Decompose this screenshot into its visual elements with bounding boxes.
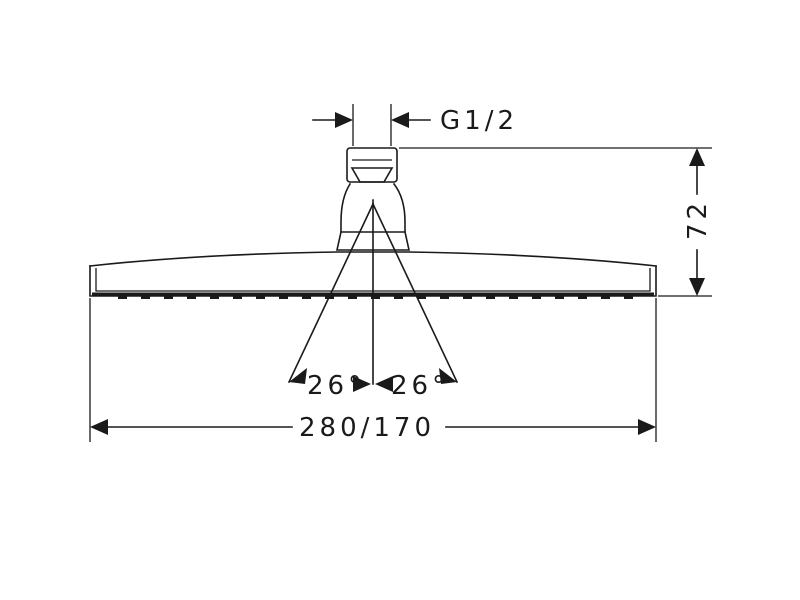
spray-line-left — [287, 202, 375, 384]
nozzle-row — [118, 296, 633, 299]
thread-dimension: G1/2 — [312, 104, 518, 146]
nozzle — [486, 296, 495, 299]
connector-nut — [346, 147, 398, 183]
width-dimension: 280/170 — [89, 298, 657, 443]
nozzle — [555, 296, 564, 299]
angle-label-right: 26° — [391, 371, 449, 401]
nozzle — [256, 296, 265, 299]
height-label: 72 — [683, 199, 713, 240]
thread-arrow-right — [391, 112, 409, 128]
nozzle — [601, 296, 610, 299]
nozzle — [417, 296, 426, 299]
nozzle — [532, 296, 541, 299]
nozzle — [164, 296, 173, 299]
nozzle — [509, 296, 518, 299]
nozzle — [233, 296, 242, 299]
nozzle — [302, 296, 311, 299]
thread-arrow-left — [335, 112, 353, 128]
height-dimension: 72 — [399, 147, 713, 297]
angle-arrow-right-inner — [375, 376, 393, 392]
nozzle — [371, 296, 380, 299]
spray-angle: 26° 26° — [287, 202, 459, 401]
nozzle — [394, 296, 403, 299]
nozzle — [440, 296, 449, 299]
nozzle — [141, 296, 150, 299]
spray-line-right — [371, 202, 459, 384]
angle-arrow-right-outer — [439, 368, 457, 384]
nut-bevel — [350, 167, 394, 183]
nozzle — [187, 296, 196, 299]
width-arrow-left — [90, 419, 108, 435]
angle-arrow-left-inner — [353, 376, 371, 392]
nozzle — [348, 296, 357, 299]
height-arrow-top — [689, 148, 705, 166]
nozzle — [118, 296, 127, 299]
thread-label: G1/2 — [440, 106, 518, 136]
nozzle — [578, 296, 587, 299]
nozzle — [210, 296, 219, 299]
width-label: 280/170 — [299, 413, 435, 443]
width-arrow-right — [638, 419, 656, 435]
nozzle — [624, 296, 633, 299]
nozzle — [279, 296, 288, 299]
angle-arrow-left-outer — [289, 368, 307, 384]
angle-label-left: 26° — [307, 371, 365, 401]
height-arrow-bottom — [689, 278, 705, 296]
nozzle — [463, 296, 472, 299]
